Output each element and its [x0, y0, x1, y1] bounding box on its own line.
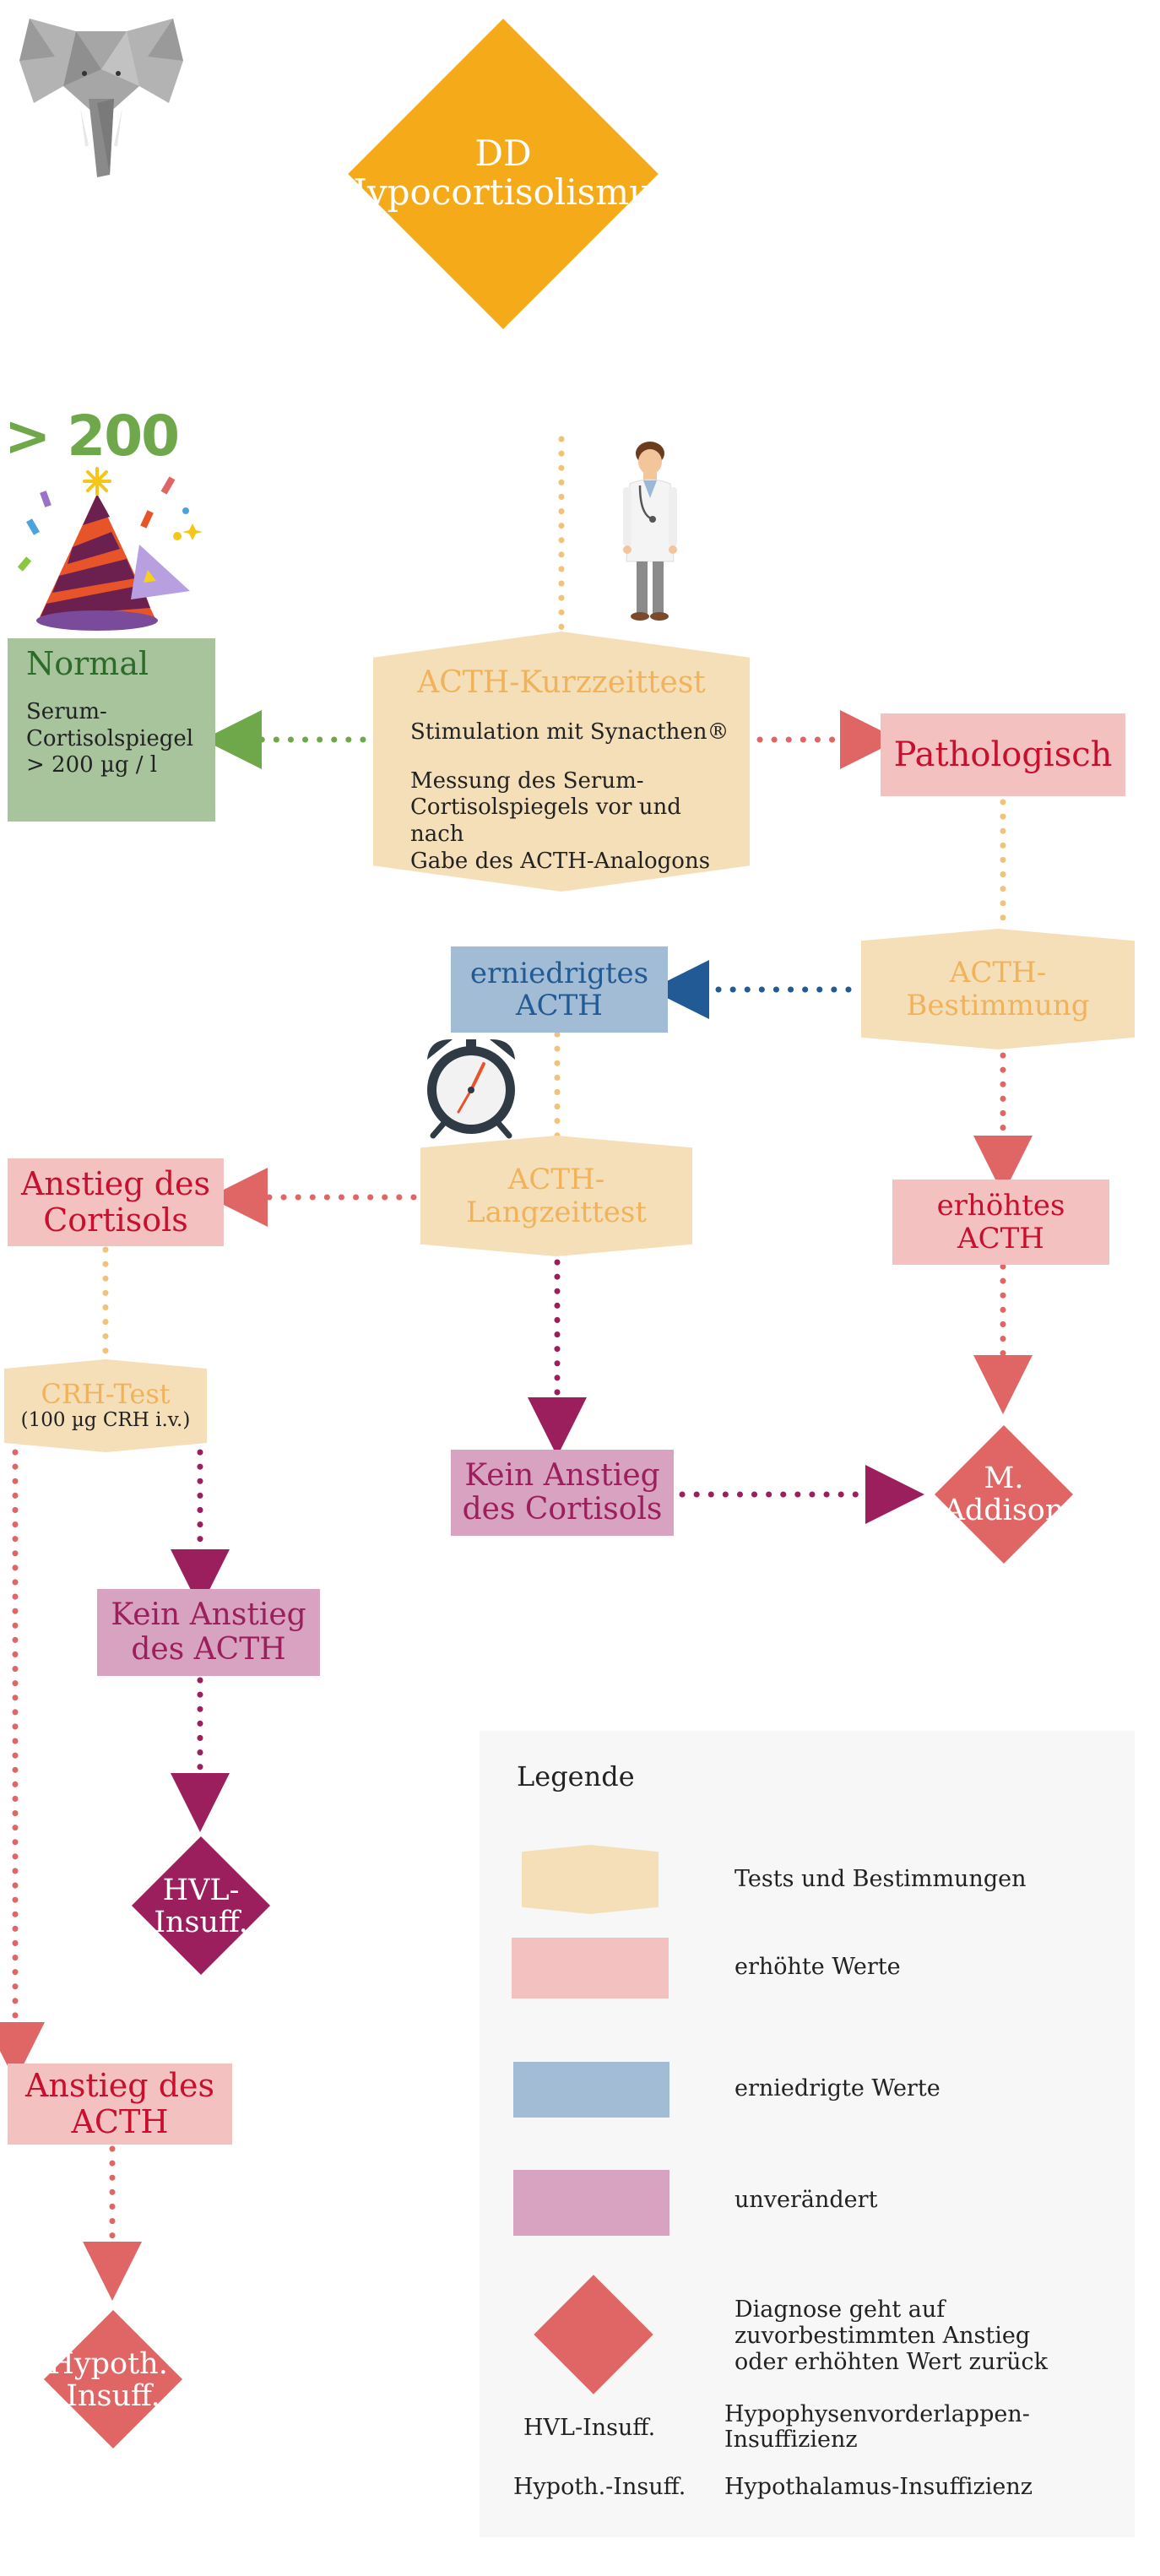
crh-test-shape — [4, 1359, 207, 1452]
legend-diagnosis-line1: Diagnose geht auf — [734, 2297, 946, 2323]
normal-title: Normal — [26, 645, 149, 682]
hypoth-insuff-line1: Hypoth.- — [48, 2346, 178, 2381]
legend-unchanged-swatch — [513, 2170, 669, 2236]
title-line2: Hypocortisolismus — [336, 171, 670, 213]
alarm-clock-icon — [427, 1039, 515, 1139]
pathologisch-box: Pathologisch — [881, 713, 1125, 796]
legend-panel: Legende Tests und Bestimmungen erhöhte W… — [480, 1731, 1135, 2537]
acth-kurzzeittest-line3: Cortisolspiegels vor und nach — [410, 794, 681, 848]
legend-diagnosis-line3: oder erhöhten Wert zurück — [734, 2349, 1048, 2376]
legend-tests-label: Tests und Bestimmungen — [734, 1866, 1027, 1892]
legend-abbr1: HVL-Insuff. — [523, 2415, 656, 2441]
kein-anstieg-cortisols-line2: des Cortisols — [462, 1492, 663, 1527]
acth-kurzzeittest-title: ACTH-Kurzzeittest — [417, 665, 706, 700]
legend-tests-swatch — [522, 1845, 659, 1914]
acth-langzeittest-shape — [420, 1136, 692, 1256]
legend-unchanged-label: unverändert — [734, 2187, 878, 2213]
acth-kurzzeittest-line1: Stimulation mit Synacthen® — [410, 719, 729, 745]
legend-abbr1-meaning: Hypophysenvorderlappen- Insuffizienz — [724, 2402, 1030, 2452]
title-text: DD Hypocortisolismus — [336, 118, 669, 228]
anstieg-acth-line2: ACTH — [71, 2103, 169, 2140]
kein-anstieg-acth-line2: des ACTH — [131, 1631, 286, 1667]
kein-anstieg-acth-line1: Kein Anstieg — [111, 1597, 306, 1633]
legend-lowered-swatch — [513, 2062, 669, 2118]
legend-lowered-label: erniedrigte Werte — [734, 2075, 940, 2101]
legend-abbr2: Hypoth.-Insuff. — [513, 2474, 686, 2500]
party-hat-icon — [17, 467, 203, 631]
crh-test-title: CRH-Test — [41, 1378, 171, 1411]
acth-langzeittest-label: ACTH-Langzeittest — [466, 1163, 647, 1229]
crh-test-label: CRH-Test (100 µg CRH i.v.) — [4, 1359, 207, 1452]
normal-body-line1: Serum- — [26, 699, 107, 724]
m-addison-text: M. Addison — [911, 1448, 1097, 1541]
hypoth-insuff-line2: Insuff. — [66, 2379, 160, 2413]
erhoehtes-acth-line1: erhöhtes — [936, 1189, 1065, 1223]
crh-test-subtitle: (100 µg CRH i.v.) — [20, 1409, 191, 1432]
anstieg-acth-box: Anstieg des ACTH — [8, 2064, 232, 2145]
acth-kurzzeittest-body: Stimulation mit Synacthen® Messung des S… — [410, 719, 740, 876]
kein-anstieg-cortisols-box: Kein Anstieg des Cortisols — [451, 1450, 674, 1536]
normal-box: Normal Serum- Cortisolspiegel > 200 µg /… — [8, 638, 215, 822]
acth-kurzzeittest-line2: Messung des Serum- — [410, 767, 644, 794]
legend-diagnosis-label: Diagnose geht auf zuvorbestimmten Anstie… — [734, 2297, 1048, 2375]
legend-title: Legende — [517, 1760, 635, 1792]
legend-diagnosis-line2: zuvorbestimmten Anstieg — [734, 2323, 1031, 2350]
normal-body-line2: Cortisolspiegel — [26, 725, 194, 751]
acth-bestimmung-label: ACTH-Bestimmung — [906, 956, 1090, 1022]
m-addison-line1: M. — [984, 1461, 1024, 1495]
erniedrigtes-acth-box: erniedrigtes ACTH — [451, 946, 668, 1033]
celebration-value: > 200 — [4, 404, 180, 469]
acth-kurzzeittest-shape — [373, 632, 750, 892]
anstieg-cortisols-box: Anstieg des Cortisols — [8, 1158, 224, 1246]
legend-abbr1-meaning-line2: Insuffizienz — [724, 2426, 858, 2453]
acth-bestimmung-shape — [861, 929, 1135, 1049]
hvl-insuff-text: HVL- Insuff. — [108, 1860, 294, 1953]
hypoth-insuff-text: Hypoth.- Insuff. — [20, 2334, 206, 2427]
elephant-logo-icon — [19, 19, 183, 177]
legend-abbr2-meaning: Hypothalamus-Insuffizienz — [724, 2474, 1033, 2500]
legend-raised-swatch — [512, 1938, 669, 1998]
anstieg-cortisols-line1: Anstieg des — [20, 1165, 211, 1203]
doctor-icon — [623, 442, 677, 621]
legend-raised-label: erhöhte Werte — [734, 1954, 901, 1980]
kein-anstieg-cortisols-line1: Kein Anstieg — [464, 1457, 660, 1493]
anstieg-cortisols-line2: Cortisols — [43, 1201, 188, 1239]
erhoehtes-acth-line2: ACTH — [957, 1221, 1044, 1255]
anstieg-acth-line1: Anstieg des — [24, 2067, 215, 2105]
title-line1: DD — [474, 132, 532, 174]
m-addison-line2: Addison — [943, 1494, 1065, 1527]
hvl-insuff-line1: HVL- — [162, 1873, 240, 1907]
acth-kurzzeittest-line4: Gabe des ACTH-Analogons — [410, 848, 711, 874]
erniedrigtes-acth-line2: ACTH — [516, 989, 603, 1022]
hvl-insuff-line2: Insuff. — [154, 1906, 248, 1939]
normal-body-line3: > 200 µg / l — [26, 752, 158, 778]
erniedrigtes-acth-line1: erniedrigtes — [469, 956, 649, 990]
legend-diagnosis-swatch — [534, 2275, 653, 2394]
legend-abbr1-meaning-line1: Hypophysenvorderlappen- — [724, 2401, 1030, 2427]
pathologisch-label: Pathologisch — [893, 735, 1113, 774]
erhoehtes-acth-box: erhöhtes ACTH — [892, 1180, 1109, 1265]
kein-anstieg-acth-box: Kein Anstieg des ACTH — [97, 1589, 320, 1676]
normal-body: Serum- Cortisolspiegel > 200 µg / l — [26, 699, 193, 779]
